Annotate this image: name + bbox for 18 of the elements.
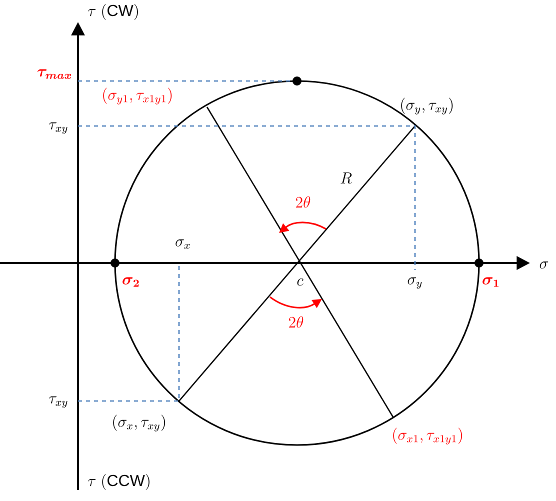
principal-stress-label: $\boldsymbol{\sigma_2}$ [122, 277, 139, 287]
axis-value: $\tau_{xy}$ [48, 396, 68, 408]
axis-value: $\sigma_x$ [176, 239, 190, 249]
center-label: $c$ [297, 278, 304, 286]
point-label: $(\sigma_y,\tau_{xy})$ [401, 98, 453, 114]
radius-label: $R$ [340, 172, 352, 184]
angle-label: $2\theta$ [296, 196, 310, 208]
axis-value: $\sigma_y$ [408, 277, 422, 289]
axis-value: $\tau_{xy}$ [48, 122, 68, 134]
axis-label: $\sigma$ [540, 262, 548, 269]
axis-label: $\tau\ (\mathrm{CW})$ [88, 4, 138, 20]
point-label: $(\sigma_{y1},\tau_{x1y1})$ [103, 88, 172, 104]
angle-label: $2\theta$ [289, 316, 304, 328]
axis-value: $\boldsymbol{\tau_{max}}$ [37, 69, 72, 79]
point-label: $(\sigma_x,\tau_{xy})$ [113, 414, 166, 432]
axis-label: $\tau\ (\mathrm{CCW})$ [88, 474, 150, 490]
point-label: $(\sigma_{x1},\tau_{x1y1})$ [393, 428, 462, 444]
principal-stress-label: $\boldsymbol{\sigma_1}$ [482, 277, 499, 287]
